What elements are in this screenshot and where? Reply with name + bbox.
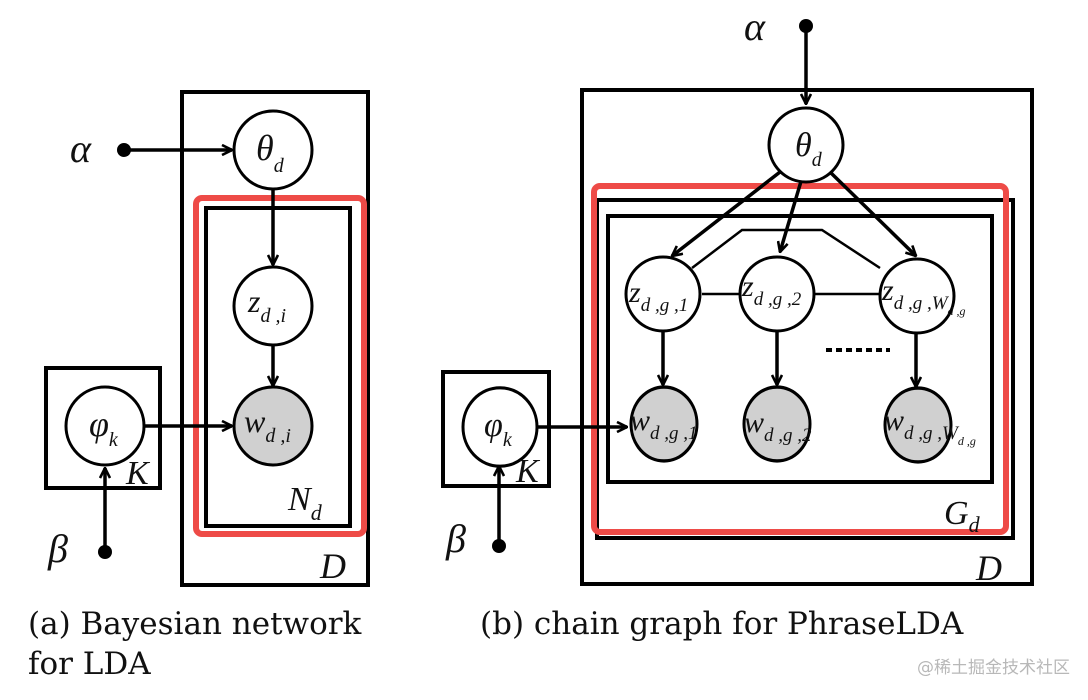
plate-label-g-b: Gd	[944, 495, 981, 537]
label-w1-b: wd ,g ,1	[630, 404, 698, 444]
panel-b: α β θd φk zd ,g ,1 zd ,g ,2 zd ,g ,Wd ,g…	[441, 4, 1034, 588]
label-z2-b: zd ,g ,2	[741, 270, 802, 310]
node-w2-b	[742, 385, 812, 463]
label-phi-a: φk	[89, 404, 119, 451]
label-w2-b: wd ,g ,2	[744, 406, 812, 446]
label-zw-b: zd ,g ,Wd ,g	[881, 274, 966, 318]
plate-k-b	[441, 370, 551, 488]
plate-label-d-a: D	[319, 546, 346, 586]
node-z-a	[232, 265, 314, 347]
chain-link-top-b	[691, 228, 881, 270]
plate-label-k-a: K	[125, 455, 151, 492]
plate-label-d-b: D	[975, 548, 1002, 588]
edge-theta-zw-b	[828, 170, 916, 256]
label-theta-a: θd	[256, 128, 285, 177]
plate-label-n-a: Nd	[287, 481, 323, 525]
plate-d-a	[180, 90, 370, 587]
node-theta-a	[232, 109, 314, 191]
watermark: @稀土掘金技术社区	[917, 658, 1070, 678]
plate-label-k-b: K	[515, 453, 541, 490]
caption-a-line1: (a) Bayesian network	[28, 606, 362, 642]
plate-g-b	[595, 198, 1015, 540]
caption-a: (a) Bayesian network for LDA	[28, 604, 361, 684]
inner-box-b	[606, 214, 994, 484]
node-theta-b	[767, 106, 845, 184]
label-alpha-b: α	[744, 4, 766, 49]
plate-k-a	[44, 366, 162, 490]
label-beta-a: β	[47, 526, 68, 571]
node-z2-b	[738, 255, 816, 333]
node-z1-b	[624, 255, 702, 333]
node-w-a	[232, 385, 314, 467]
node-zw-b	[878, 257, 956, 335]
caption-a-line2: for LDA	[28, 646, 151, 682]
label-ww-b: wd ,g ,Wd ,g	[884, 404, 976, 448]
label-z-a: zd ,i	[247, 283, 286, 327]
label-phi-b: φk	[484, 407, 513, 451]
label-w-a: wd ,i	[244, 403, 291, 447]
label-theta-b: θd	[795, 127, 823, 171]
panel-a: α β θd φk zd ,i wd ,i K Nd D	[44, 90, 370, 587]
node-phi-a	[64, 385, 146, 467]
label-alpha-a: α	[70, 126, 92, 171]
highlight-box-a	[193, 195, 367, 537]
plate-n-a	[204, 206, 352, 528]
label-beta-b: β	[445, 516, 466, 561]
edge-theta-z2-b	[780, 177, 804, 252]
caption-b: (b) chain graph for PhraseLDA	[480, 606, 964, 642]
label-z1-b: zd ,g ,1	[628, 276, 688, 316]
node-phi-b	[461, 386, 539, 468]
edge-theta-z1-b	[672, 170, 782, 256]
node-ww-b	[883, 386, 953, 464]
node-w1-b	[629, 385, 699, 463]
